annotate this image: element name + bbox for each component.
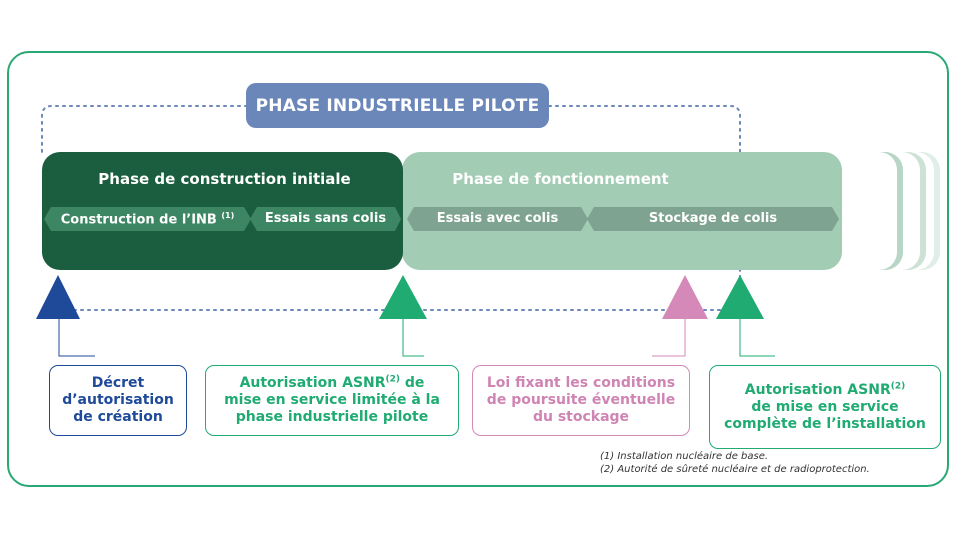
milestone-pilot-line3: phase industrielle pilote: [235, 409, 429, 425]
connector-decret: [58, 319, 95, 357]
pilot-phase-dotted-bracket-right: [548, 105, 741, 281]
milestone-complete-line1: Autorisation ASNR: [744, 381, 891, 398]
milestone-triangle-pilot: [379, 275, 427, 319]
footnote-1: (1) Installation nucléaire de base.: [600, 451, 769, 462]
milestone-triangle-complete: [716, 275, 764, 319]
outer-frame: [7, 51, 949, 487]
milestone-pilot-line2: mise en service limitée à la: [224, 392, 440, 408]
fonctionnement-phase-title: Phase de fonctionnement: [452, 170, 669, 188]
footnote-2: (2) Autorité de sûreté nucléaire et de r…: [600, 464, 870, 475]
connector-pilot: [402, 319, 424, 357]
footnote-marker: (2): [890, 380, 906, 391]
milestone-pilot-authorization: Autorisation ASNR(2) de mise en service …: [205, 365, 459, 436]
connector-loi: [652, 319, 686, 357]
segment-essais-avec-colis: Essais avec colis: [436, 211, 559, 226]
milestone-triangle-decret: [36, 275, 80, 319]
segment-label: Construction de l’INB: [60, 212, 217, 228]
milestone-loi: Loi fixant les conditions de poursuite é…: [472, 365, 690, 436]
milestone-decret-line3: de création: [73, 409, 163, 425]
segment-arrow-construction-inb: [44, 207, 251, 231]
milestone-decret: Décret d’autorisation de création: [49, 365, 187, 436]
milestone-complete-line3: complète de l’installation: [724, 415, 926, 432]
footnote-marker: (2): [385, 374, 401, 385]
milestone-decret-line2: d’autorisation: [62, 392, 174, 408]
milestone-pilot-line1: Autorisation ASNR: [239, 375, 386, 391]
segment-construction-inb: Construction de l’INB (1): [46, 211, 249, 227]
milestone-triangle-loi: [662, 275, 708, 319]
milestone-complete-line2: de mise en service: [751, 398, 899, 415]
milestone-decret-line1: Décret: [91, 375, 145, 391]
milestone-complete-authorization: Autorisation ASNR(2) de mise en service …: [709, 365, 941, 449]
segment-arrow-essais-avec-colis: [407, 207, 588, 231]
pilot-phase-title: PHASE INDUSTRIELLE PILOTE: [246, 83, 549, 128]
milestone-pilot-line1-end: de: [400, 375, 425, 391]
connector-complete: [739, 319, 775, 357]
milestone-loi-line2: de poursuite éventuelle: [486, 392, 676, 408]
continuation-shape: [829, 152, 897, 270]
milestone-loi-line3: du stockage: [532, 409, 630, 425]
footnote-marker: (1): [221, 211, 235, 220]
segment-arrow-essais-sans-colis: [250, 207, 401, 231]
segment-essais-sans-colis: Essais sans colis: [264, 211, 387, 226]
construction-phase-title: Phase de construction initiale: [98, 170, 351, 188]
pilot-phase-dotted-bracket: [41, 105, 248, 153]
milestone-loi-line1: Loi fixant les conditions: [486, 375, 676, 391]
segment-arrow-stockage-colis: [587, 207, 839, 231]
segment-stockage-colis: Stockage de colis: [648, 211, 778, 226]
